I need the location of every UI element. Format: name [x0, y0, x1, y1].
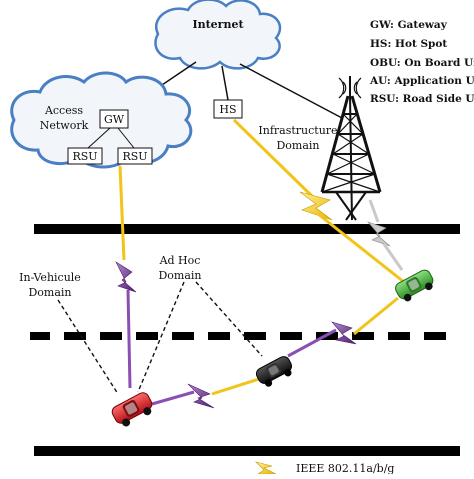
- road-centerline: [30, 332, 446, 340]
- hs-box: [213, 99, 243, 119]
- in-vehicle-domain-label-2: Domain: [28, 286, 71, 299]
- legend-gw: GW: Gateway: [370, 19, 448, 31]
- rsu-box-left: [67, 147, 103, 165]
- rsu-box-right: [117, 147, 153, 165]
- hs-label: HS: [219, 103, 236, 116]
- wireless-link-red-to-black: [151, 376, 263, 409]
- ad-hoc-domain-label-2: Domain: [158, 269, 201, 282]
- in-vehicle-domain-label-1: In-Vehicule: [19, 271, 81, 284]
- access-network-label-2: Network: [40, 119, 89, 132]
- access-network-cloud: Access Network GW RSU RSU: [10, 71, 193, 169]
- rsu-left-label: RSU: [72, 150, 97, 163]
- car-black-icon: [255, 356, 293, 387]
- legend: GW: Gateway HS: Hot Spot OBU: On Board U…: [369, 19, 474, 105]
- road-edge-top: [34, 224, 460, 234]
- bottom-wireless-label: IEEE 802.11a/b/g: [296, 462, 394, 474]
- infrastructure-domain-label-2: Domain: [276, 139, 319, 152]
- car-red-icon: [111, 392, 153, 427]
- wireless-link-rsu-to-car: [115, 165, 137, 389]
- legend-hs: HS: Hot Spot: [370, 38, 447, 50]
- gw-box: [99, 109, 129, 129]
- legend-au: AU: Application Unit: [369, 75, 474, 87]
- access-network-label-1: Access: [44, 104, 83, 117]
- internet-label: Internet: [192, 18, 244, 31]
- road-edge-bottom: [34, 446, 460, 456]
- wireless-link-tower-to-car: [367, 199, 404, 271]
- wireless-link-black-to-green: [287, 296, 399, 358]
- legend-rsu: RSU: Road Side Unit: [370, 93, 474, 105]
- wireless-link-hs-to-car: [232, 118, 405, 284]
- rsu-right-label: RSU: [122, 150, 147, 163]
- wireless-legend-icon: [255, 461, 277, 475]
- gw-label: GW: [104, 113, 125, 126]
- infrastructure-domain-label-1: Infrastructure: [258, 124, 337, 137]
- ad-hoc-domain-label-1: Ad Hoc: [159, 254, 201, 267]
- legend-obu: OBU: On Board Unit: [370, 57, 474, 69]
- antenna-tower-icon: [320, 76, 382, 221]
- domain-pointer-lines: [57, 281, 263, 395]
- car-green-icon: [395, 269, 434, 302]
- internet-cloud: Internet: [154, 0, 282, 70]
